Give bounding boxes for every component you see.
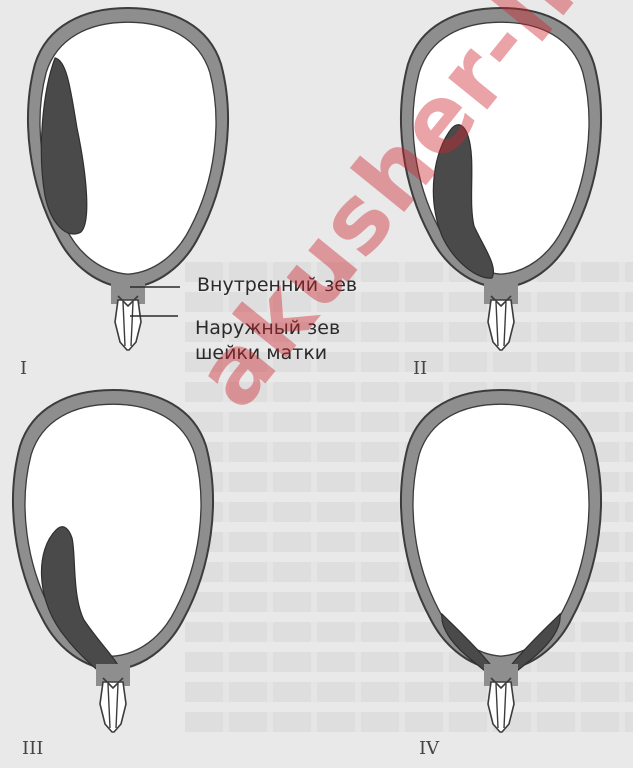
panel-i-uterus [28,8,228,350]
panel-iv-uterus [401,390,601,732]
panel-ii-numeral: II [413,360,427,378]
external-os-label-line1: Наружный зев [195,319,340,338]
panel-iii-numeral: III [22,740,43,758]
panel-iii-uterus [13,390,213,732]
panel-i-numeral: I [20,360,27,378]
panel-ii-uterus [401,8,601,350]
internal-os-label: Внутренний зев [197,276,357,295]
panel-iv-numeral: IV [419,740,439,758]
external-os-label-line2: шейки матки [195,344,327,363]
